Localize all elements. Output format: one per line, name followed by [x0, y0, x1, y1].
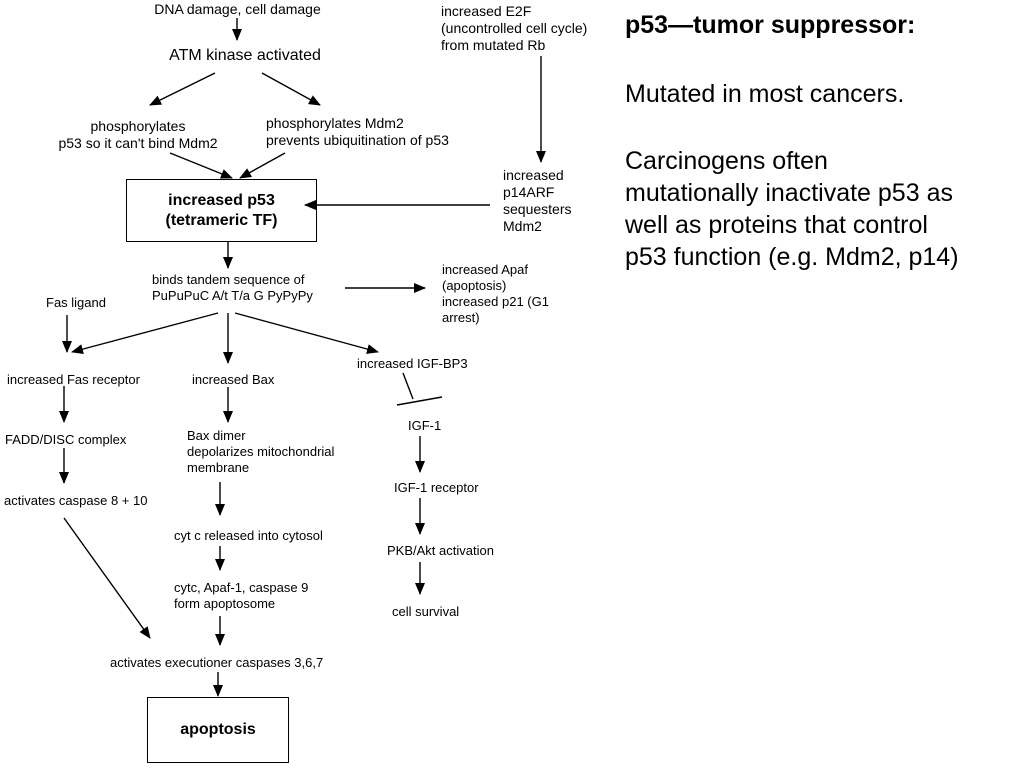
panel-carcinogens-line4: p53 function (e.g. Mdm2, p14): [625, 243, 959, 271]
node-dna-damage: DNA damage, cell damage: [154, 1, 321, 17]
arrow-atm-to-phos-p53: [149, 72, 216, 106]
node-increased-igfbp3: increased IGF-BP3: [357, 356, 468, 371]
panel-carcinogens-line3: well as proteins that control: [625, 211, 928, 239]
arrow-binds-to-igfbp3: [234, 312, 379, 354]
node-e2f-line2: (uncontrolled cell cycle): [441, 20, 588, 36]
panel-title: p53—tumor suppressor:: [625, 11, 916, 39]
node-bax-dimer-line2: depolarizes mitochondrial: [187, 444, 335, 459]
node-cytc-released: cyt c released into cytosol: [174, 528, 323, 543]
node-bax-dimer: Bax dimer depolarizes mitochondrial memb…: [187, 428, 334, 476]
node-phosphorylates-mdm2: phosphorylates Mdm2 prevents ubiquitinat…: [266, 115, 449, 149]
node-apaf-line2: (apoptosis): [442, 278, 507, 293]
node-increased-apaf-p21: increased Apaf (apoptosis) increased p21…: [442, 262, 549, 326]
node-apaf-line3: increased p21 (G1: [442, 294, 549, 309]
node-p14arf-line1: increased: [503, 167, 564, 183]
node-increased-bax: increased Bax: [192, 372, 275, 387]
node-cell-survival: cell survival: [392, 604, 460, 619]
node-fadd-disc: FADD/DISC complex: [5, 432, 127, 447]
node-bax-dimer-line3: membrane: [187, 460, 250, 475]
node-increased-e2f: increased E2F (uncontrolled cell cycle) …: [441, 3, 587, 54]
panel-carcinogens-line2: mutationally inactivate p53 as: [625, 179, 953, 207]
node-pkb-akt: PKB/Akt activation: [387, 543, 494, 558]
node-binds-line1: binds tandem sequence of: [152, 272, 305, 287]
arrow-phos-p53-to-p53: [169, 152, 233, 179]
node-increased-p53-box: increased p53 (tetrameric TF): [126, 179, 317, 242]
panel-carcinogens-line1: Carcinogens often: [625, 147, 828, 175]
arrow-caspase810-to-executioner: [63, 517, 151, 639]
inhibit-bar: [396, 396, 443, 406]
arrow-binds-to-fasreceptor: [71, 312, 219, 354]
node-bax-dimer-line1: Bax dimer: [187, 428, 246, 443]
node-fas-receptor: increased Fas receptor: [7, 372, 140, 387]
node-phosphorylates-p53-line2: p53 so it can't bind Mdm2: [58, 135, 218, 151]
node-apaf-line1: increased Apaf: [442, 262, 529, 277]
node-caspase-8-10: activates caspase 8 + 10: [4, 493, 148, 508]
node-p14arf-line3: sequesters: [503, 201, 572, 217]
node-p14arf: increased p14ARF sequesters Mdm2: [503, 167, 571, 235]
node-fas-ligand: Fas ligand: [46, 295, 106, 310]
node-apoptosome: cytc, Apaf-1, caspase 9 form apoptosome: [174, 580, 308, 612]
node-executioner-caspases: activates executioner caspases 3,6,7: [110, 655, 324, 670]
node-e2f-line3: from mutated Rb: [441, 37, 546, 53]
node-phosphorylates-mdm2-line2: prevents ubiquitination of p53: [266, 132, 449, 148]
panel-line-mutated: Mutated in most cancers.: [625, 80, 905, 108]
node-binds-line2: PuPuPuC A/t T/a G PyPyPy: [152, 288, 313, 303]
node-phosphorylates-p53: phosphorylates p53 so it can't bind Mdm2: [38, 118, 238, 152]
node-apoptosome-line1: cytc, Apaf-1, caspase 9: [174, 580, 309, 595]
node-phosphorylates-mdm2-line1: phosphorylates Mdm2: [266, 115, 404, 131]
node-p53-line2: (tetrameric TF): [165, 211, 278, 229]
node-igf1: IGF-1: [408, 418, 442, 433]
node-apoptosis-box: apoptosis: [147, 697, 289, 763]
node-e2f-line1: increased E2F: [441, 3, 532, 19]
node-atm-kinase: ATM kinase activated: [169, 47, 321, 64]
node-binds-tandem-sequence: binds tandem sequence of PuPuPuC A/t T/a…: [152, 272, 313, 304]
inhibit-igfbp3-to-igf1: [402, 372, 414, 400]
arrow-phos-mdm2-to-p53: [239, 152, 286, 179]
node-phosphorylates-p53-line1: phosphorylates: [90, 118, 186, 134]
arrow-atm-to-phos-mdm2: [261, 72, 321, 106]
node-p14arf-line4: Mdm2: [503, 218, 542, 234]
node-apaf-line4: arrest): [442, 310, 480, 325]
node-apoptosome-line2: form apoptosome: [174, 596, 276, 611]
node-p14arf-line2: p14ARF: [503, 184, 555, 200]
node-p53-line1: increased p53: [168, 191, 275, 209]
node-igf1-receptor: IGF-1 receptor: [394, 480, 479, 495]
